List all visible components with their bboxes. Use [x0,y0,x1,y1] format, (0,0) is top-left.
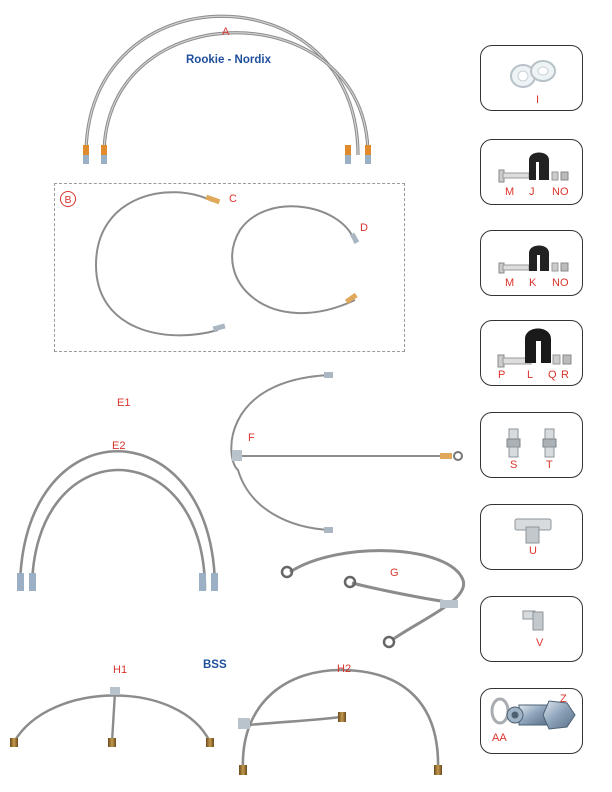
hose-a [83,14,371,164]
hose-e [17,449,218,591]
group-b-frame [54,183,405,352]
banjo-bolt-icon [490,697,576,730]
title-rookie-nordix: Rookie - Nordix [186,54,271,66]
label-no-1: NO [552,186,569,198]
label-k: K [529,277,537,289]
part-box-aaz: AA Z [480,688,583,754]
label-m-2: M [505,277,515,289]
label-aa: AA [492,732,507,744]
hose-c [94,191,226,337]
label-z: Z [560,693,567,705]
label-d: D [360,222,368,234]
label-m-1: M [505,186,515,198]
part-box-v: V [480,596,583,662]
label-e1: E1 [117,397,131,409]
label-g: G [390,567,399,579]
label-q: Q [548,369,557,381]
label-a: A [222,26,230,38]
bolt-clamp-icon [498,245,569,274]
hose-d [231,205,360,314]
part-box-mjno: M J NO [480,139,583,205]
label-t: T [546,459,553,471]
title-bss: BSS [203,659,227,671]
hose-g [280,549,466,649]
label-v: V [536,637,544,649]
elbow-fitting-icon [522,610,544,631]
hose-h2 [238,668,442,775]
part-box-i: I [480,45,583,111]
group-b-badge: B [60,191,76,207]
label-l: L [527,369,534,381]
part-box-plqr: P L Q R [480,320,583,386]
bolt-clamp-icon [497,328,572,368]
part-box-mkno: M K NO [480,230,583,296]
tee-fitting-icon [514,518,552,544]
bolt-clamp-icon [498,152,569,183]
label-h1: H1 [113,664,128,676]
label-u: U [529,545,537,557]
label-r: R [561,369,569,381]
label-c: C [229,193,237,205]
label-s: S [510,459,518,471]
label-i: I [536,94,540,106]
hose-f [230,372,463,533]
part-box-u: U [480,504,583,570]
part-box-st: S T [480,412,583,478]
label-f: F [248,432,255,444]
label-no-2: NO [552,277,569,289]
clip-icon [510,60,556,88]
fitting-icon [506,428,557,458]
hose-h1 [10,687,214,747]
label-j: J [529,186,535,198]
label-e2: E2 [112,440,126,452]
label-p: P [498,369,506,381]
label-h2: H2 [337,663,352,675]
